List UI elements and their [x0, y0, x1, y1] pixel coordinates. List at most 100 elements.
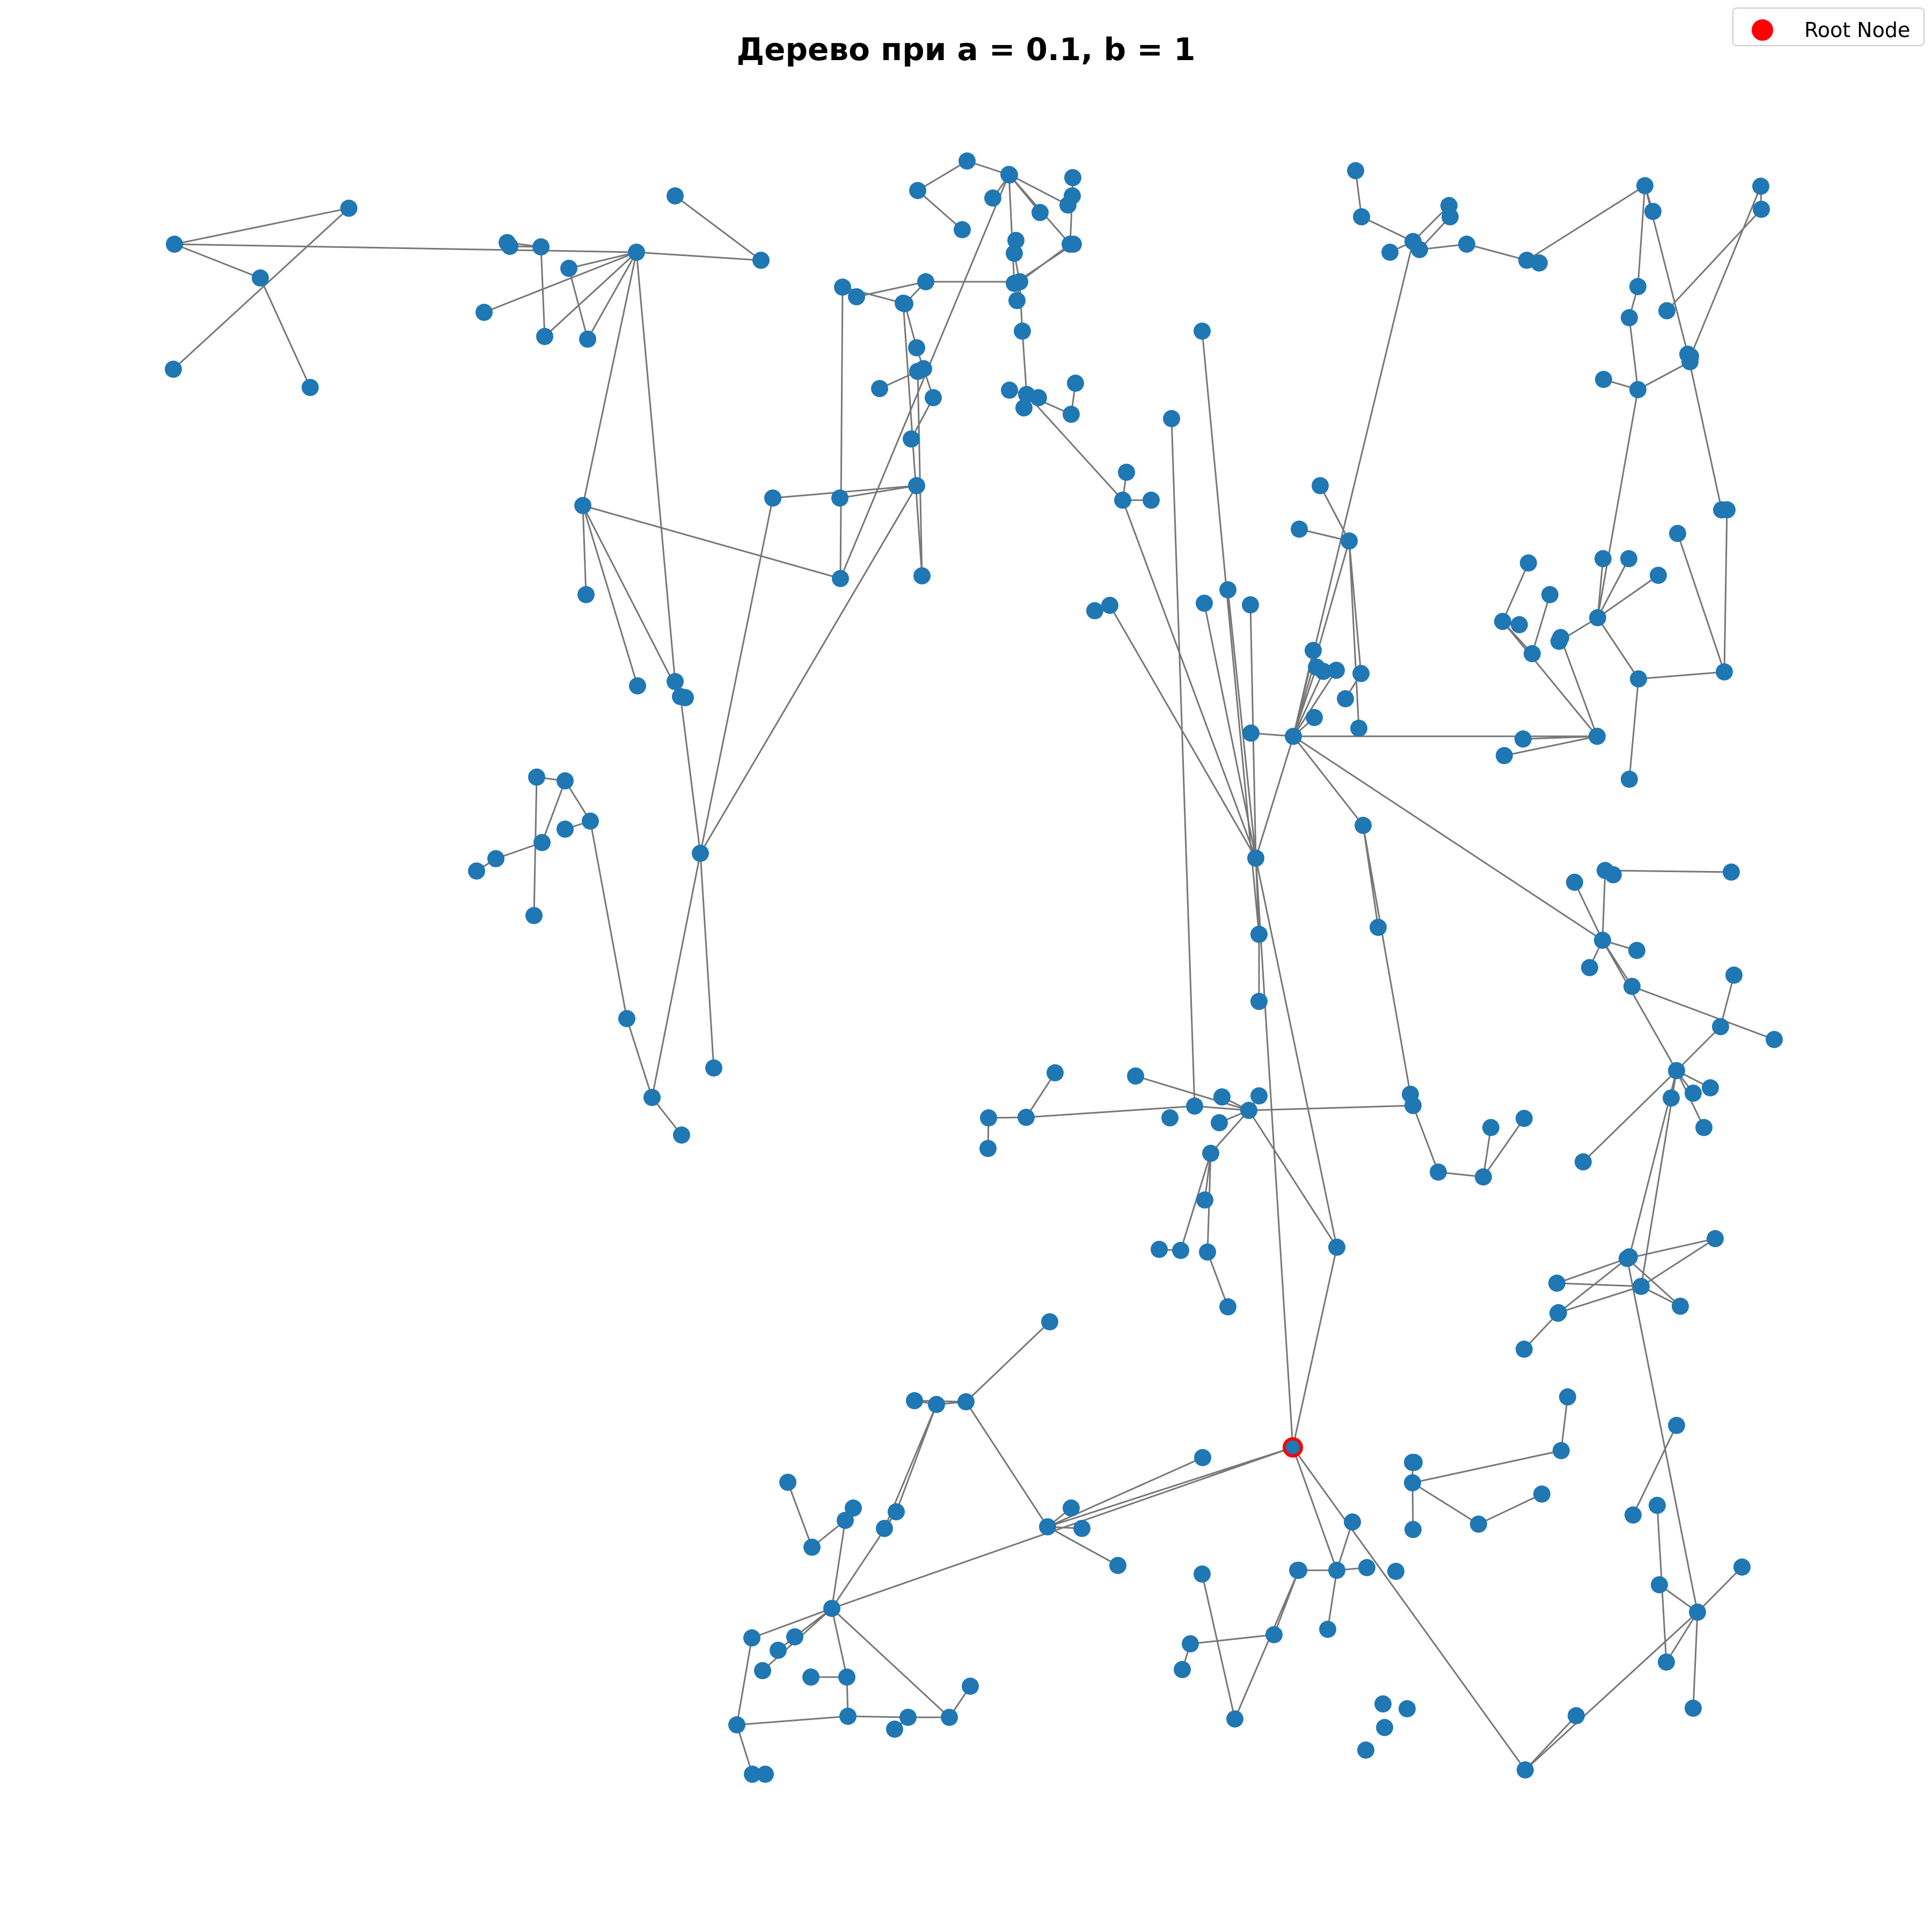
tree-node [1685, 1700, 1702, 1717]
tree-edge [544, 251, 638, 338]
tree-edge [1122, 500, 1257, 859]
tree-edge [1203, 603, 1257, 859]
tree-edge [1597, 617, 1640, 679]
tree-node [1628, 942, 1645, 959]
tree-node [1199, 1243, 1216, 1261]
tree-node [1685, 1085, 1702, 1102]
tree-node [803, 1539, 821, 1556]
tree-edge [1248, 1104, 1414, 1111]
tree-edge [1597, 389, 1639, 618]
tree-node [1766, 1031, 1783, 1048]
tree-node [823, 1600, 840, 1617]
tree-node [1353, 208, 1370, 225]
tree-node [1067, 375, 1084, 392]
tree-edge [1201, 331, 1260, 935]
tree-node [909, 182, 926, 199]
tree-node [925, 389, 942, 406]
tree-edge [1582, 1070, 1678, 1163]
tree-edge [568, 251, 637, 269]
tree-node [899, 1709, 917, 1726]
tree-node [1594, 932, 1611, 949]
tree-node [1723, 863, 1740, 881]
tree-edge [582, 505, 682, 697]
tree-edge [1008, 174, 1015, 284]
tree-edge [831, 1520, 846, 1609]
tree-edge [1170, 418, 1196, 1107]
tree-node [837, 1512, 854, 1529]
tree-node [1695, 1119, 1713, 1136]
tree-node [979, 1140, 997, 1157]
tree-node [1650, 567, 1667, 584]
tree-node [1541, 586, 1558, 603]
tree-node [1355, 817, 1372, 834]
tree-edge [626, 1018, 653, 1098]
tree-edge [1502, 621, 1598, 737]
tree-node [1629, 381, 1646, 398]
tree-node [1514, 730, 1532, 748]
tree-node [574, 497, 591, 514]
tree-node [1725, 967, 1743, 984]
tree-node [1006, 245, 1023, 262]
tree-edge [965, 1401, 1049, 1527]
tree-node [834, 279, 851, 296]
tree-node [1387, 1563, 1404, 1580]
tree-node [1350, 720, 1367, 737]
tree-node [1226, 1710, 1243, 1728]
tree-node [903, 430, 920, 448]
tree-edge [1556, 1282, 1642, 1287]
tree-edge [1601, 870, 1606, 941]
tree-node [1712, 1018, 1729, 1035]
tree-edge [1292, 670, 1337, 737]
tree-edge [1292, 1247, 1338, 1448]
tree-node [1404, 1474, 1421, 1491]
tree-edge [1556, 1257, 1628, 1284]
tree-node [1566, 874, 1583, 891]
tree-node [908, 477, 925, 494]
tree-node [1161, 1109, 1179, 1126]
tree-edge [1190, 1634, 1275, 1645]
tree-node [1620, 550, 1637, 567]
tree-node [954, 221, 971, 238]
tree-node [1619, 1250, 1636, 1267]
tree-node [1549, 1305, 1567, 1322]
tree-node [618, 1010, 635, 1027]
tree-node [667, 187, 684, 204]
legend-label: Root Node [1804, 18, 1911, 42]
tree-edge [1597, 558, 1604, 618]
chart-title: Дерево при a = 0.1, b = 1 [736, 31, 1196, 68]
tree-node [487, 850, 504, 867]
tree-node [1548, 1275, 1565, 1292]
tree-node [165, 361, 182, 378]
tree-node [1496, 747, 1513, 764]
tree-node [1370, 919, 1387, 936]
tree-node [1441, 208, 1459, 225]
tree-edge [1628, 317, 1639, 390]
tree-edge [582, 504, 841, 580]
tree-edge [582, 505, 639, 686]
tree-node [757, 1766, 774, 1783]
tree-edge [1531, 594, 1551, 654]
tree-node [1517, 1761, 1534, 1779]
tree-node [1458, 236, 1475, 253]
tree-node [1689, 1604, 1706, 1621]
tree-edge [1504, 735, 1598, 757]
tree-edge [699, 485, 918, 854]
tree-node [532, 238, 550, 255]
tree-edge [1723, 509, 1728, 672]
tree-edge [1255, 736, 1294, 859]
tree-edge [1523, 735, 1598, 740]
tree-node [1328, 1562, 1345, 1579]
tree-node [528, 769, 545, 786]
tree-node [1194, 1565, 1211, 1583]
tree-node [908, 339, 925, 356]
tree-node [1651, 1576, 1668, 1593]
tree-edge [839, 287, 844, 579]
tree-node [1127, 1067, 1144, 1085]
tree-node [1041, 1313, 1058, 1330]
tree-edge [1628, 678, 1640, 780]
tree-node [1305, 642, 1322, 659]
tree-node [728, 1716, 745, 1733]
tree-edge [1348, 540, 1360, 729]
tree-node [1000, 166, 1018, 183]
tree-edge [1206, 1252, 1229, 1307]
